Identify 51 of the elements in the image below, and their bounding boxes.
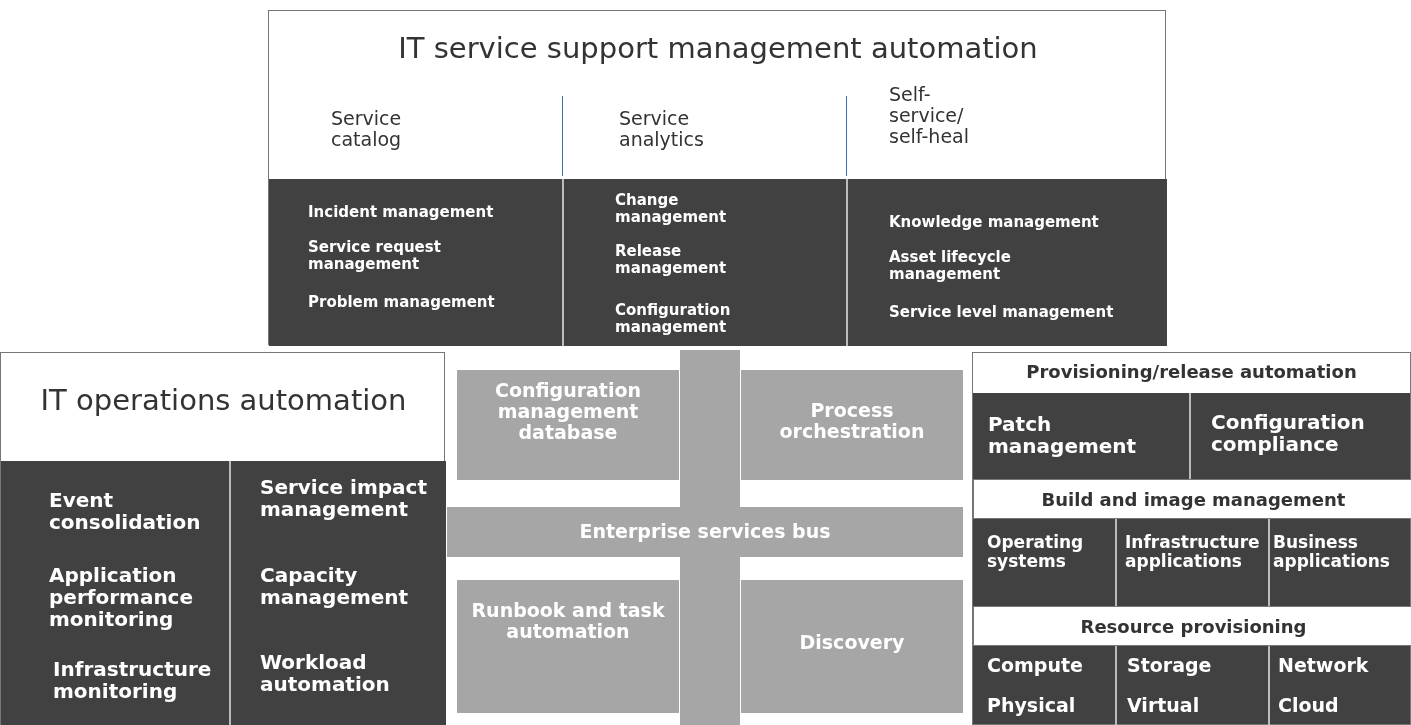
component-box [741,580,963,713]
item-label: Asset lifecycle management [889,249,1012,282]
item-label: Service impact management [260,476,429,520]
item-label: Service request management [308,239,442,272]
section-panel [972,352,1411,725]
item-label: Enterprise services bus [578,521,832,542]
band-title: Resource provisioning [1079,617,1308,637]
bus-vertical-bar [680,557,740,725]
item-label: Physical [987,695,1077,716]
item-label: Process orchestration [778,400,926,442]
column-heading: Service catalog [331,108,403,150]
item-label: Incident management [308,204,495,221]
item-label: Compute [987,655,1084,676]
item-label: Change management [615,192,728,225]
item-label: Configuration compliance [1211,411,1366,455]
item-label: Operating systems [987,533,1085,571]
section-title: IT service support management automation [397,33,1039,65]
item-label: Patch management [988,413,1138,457]
item-label: Configuration management database [493,380,643,443]
section-title: IT operations automation [39,385,408,417]
subsection-band [973,606,1411,646]
bus-vertical-bar [680,350,740,507]
item-label: Problem management [308,294,496,311]
item-label: Knowledge management [889,214,1100,231]
item-label: Workload automation [260,651,391,695]
item-label: Release management [615,243,728,276]
section-panel [268,10,1166,345]
item-label: Network [1278,655,1370,676]
band-title: Build and image management [1040,490,1347,510]
item-label: Event consolidation [49,489,202,533]
item-label: Business applications [1273,533,1391,571]
component-box [741,370,963,480]
item-label: Infrastructure applications [1125,533,1261,571]
item-label: Infrastructure monitoring [53,658,213,702]
item-label: Capacity management [260,564,410,608]
item-label: Storage [1127,655,1213,676]
column-heading: Self-service/ self-heal [889,84,971,147]
item-label: Configuration management [615,302,732,335]
subsection-band [973,479,1411,519]
item-label: Virtual [1127,695,1201,716]
column-heading: Service analytics [619,108,705,150]
item-label: Runbook and task automation [470,600,666,642]
item-label: Cloud [1278,695,1340,716]
section-title: Provisioning/release automation [1025,362,1358,382]
item-label: Discovery [798,632,906,653]
section-panel [0,352,445,725]
item-label: Application performance monitoring [49,564,195,630]
component-box [457,580,679,713]
component-box [457,370,679,480]
item-label: Service level management [889,304,1115,321]
bus-band [447,507,963,557]
